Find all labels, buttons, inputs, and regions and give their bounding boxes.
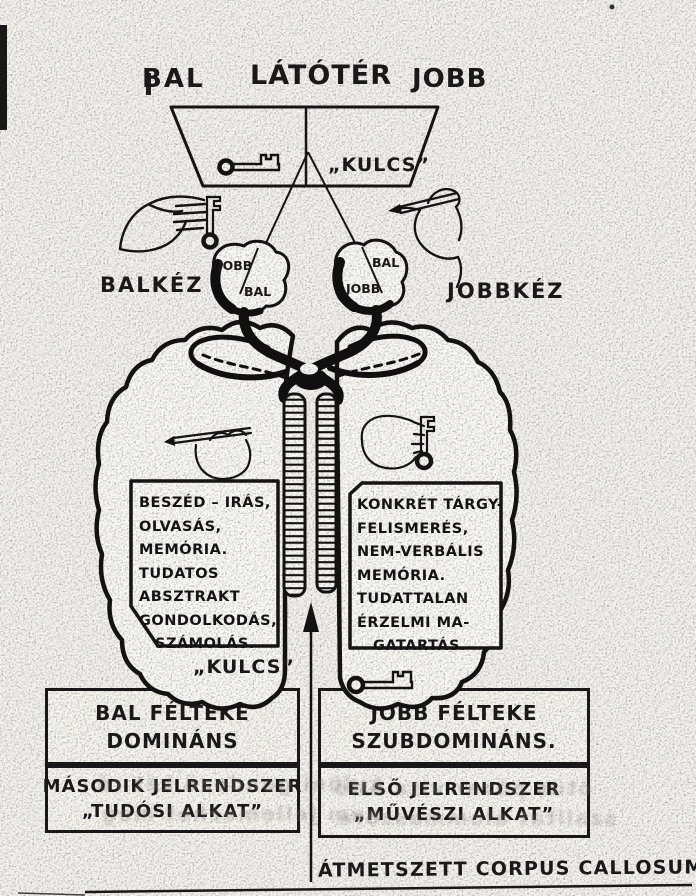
- right-eye-lower-label: JOBB: [346, 281, 381, 296]
- visual-field-label-left: BAL: [142, 64, 205, 94]
- function-line: TUDATOS: [139, 565, 219, 582]
- function-line: ÉRZELMI MA-: [357, 614, 470, 631]
- left-hemisphere-functions: BESZÉD – IRÁS, OLVASÁS, MEMÓRIA. TUDATOS…: [139, 492, 277, 657]
- left-eye-lower-label: BAL: [244, 284, 272, 299]
- right-eye-upper-label: BAL: [372, 255, 400, 270]
- function-line: MEMÓRIA.: [357, 567, 446, 584]
- right-eye: [332, 238, 409, 315]
- function-line: FELISMERÉS,: [357, 520, 469, 537]
- stimulus-word-label: „KULCS”: [328, 154, 430, 176]
- caption-corpus-callosum: ÁTMETSZETT CORPUS CALLOSUM: [317, 856, 696, 882]
- function-line: GATARTÁS.: [373, 638, 466, 654]
- visual-field-label-right: JOBB: [412, 64, 488, 94]
- function-line: GONDOLKODÁS,: [139, 612, 278, 629]
- function-line: SZÁMOLÁS.: [155, 636, 255, 652]
- key-icon: [201, 195, 222, 250]
- left-eye: [210, 239, 291, 317]
- caption-underline: [84, 883, 693, 894]
- pencil-icon: [388, 191, 461, 215]
- function-line: NEM-VERBÁLIS: [357, 544, 485, 560]
- right-hemisphere-functions: KONKRÉT TÁRGY- FELISMERÉS, NEM-VERBÁLIS …: [357, 494, 503, 659]
- corpus-callosum-stumps: [282, 392, 338, 598]
- function-line: ABSZTRAKT: [139, 589, 241, 605]
- function-line: MEMÓRIA.: [139, 542, 228, 558]
- function-line: TUDATTALAN: [357, 591, 469, 607]
- function-line: KONKRÉT TÁRGY-: [357, 497, 504, 513]
- arrow-up-icon: [303, 602, 319, 882]
- left-hand-with-key: [118, 195, 222, 253]
- left-hemisphere-stimulus-word: „KULCS”: [193, 656, 295, 678]
- right-hand-label: JOBBKÉZ: [447, 279, 565, 303]
- left-hand-label: BALKÉZ: [100, 273, 204, 297]
- function-line: BESZÉD – IRÁS,: [139, 495, 271, 511]
- function-line: OLVASÁS,: [139, 518, 222, 535]
- visual-field-title: LÁTÓTÉR: [250, 60, 393, 91]
- key-icon: [217, 153, 281, 176]
- left-eye-upper-label: JOBB: [218, 258, 253, 273]
